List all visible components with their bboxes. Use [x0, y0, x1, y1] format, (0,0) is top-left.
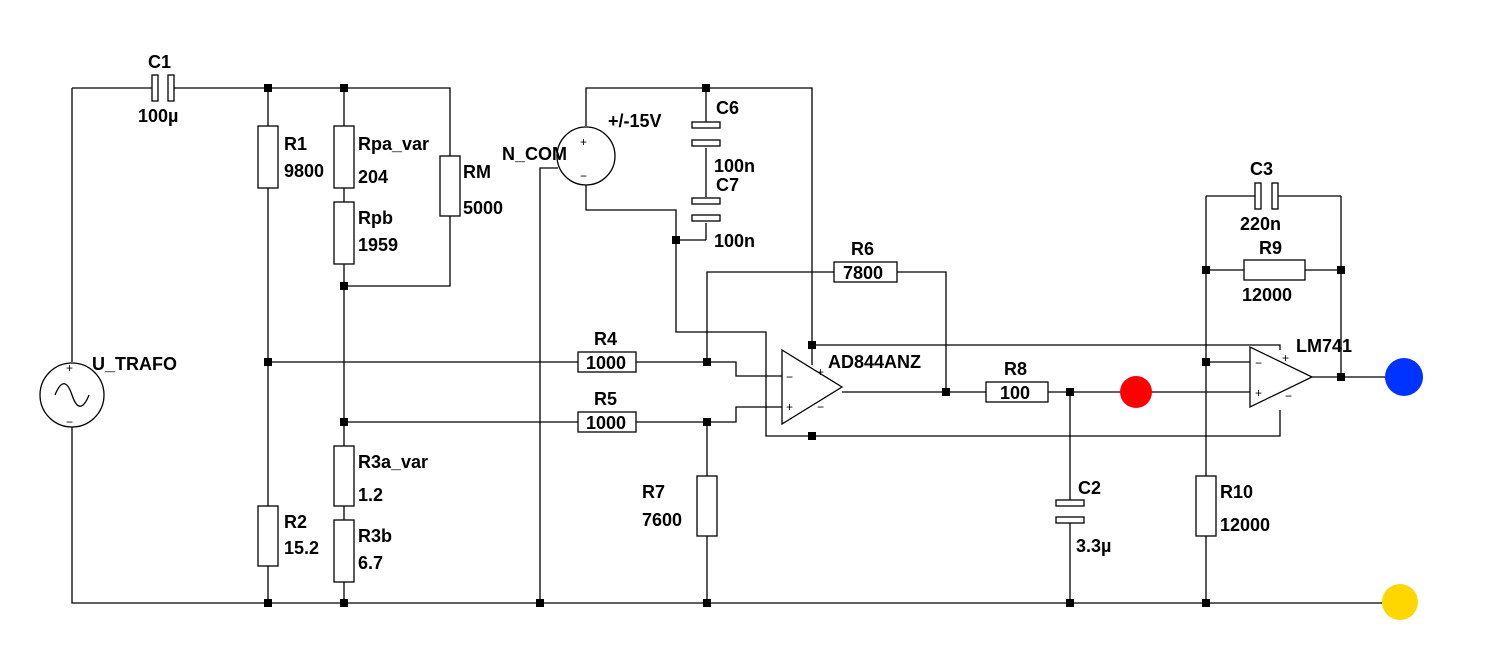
r8-label: R8 [1004, 359, 1027, 379]
junction-nodes [264, 84, 1345, 607]
opamp-ad844: − + + − AD844ANZ [781, 348, 921, 426]
svg-text:+: + [580, 135, 587, 149]
c6-value: 100n [714, 156, 755, 176]
c6-label: C6 [716, 98, 739, 118]
resistor-r1: R1 9800 [257, 125, 324, 189]
r10-label: R10 [1220, 482, 1253, 502]
r6-value: 7800 [843, 263, 883, 283]
svg-text:+: + [817, 365, 824, 379]
u-trafo-source: + − U_TRAFO [39, 354, 177, 429]
resistor-r7: R7 7600 [642, 475, 718, 537]
lm741-label: LM741 [1296, 336, 1352, 356]
rm-value: 5000 [463, 198, 503, 218]
wires [71, 87, 1400, 604]
rm-label: RM [463, 162, 491, 182]
capacitor-c3: C3 220n [1240, 159, 1281, 234]
r5-value: 1000 [586, 413, 626, 433]
svg-text:−: − [786, 370, 793, 384]
r1-value: 9800 [284, 161, 324, 181]
resistor-r3a-var: R3a_var 1.2 [333, 445, 428, 507]
r9-value: 12000 [1242, 285, 1292, 305]
c7-value: 100n [714, 231, 755, 251]
r2-value: 15.2 [284, 538, 319, 558]
resistor-rpb: Rpb 1959 [333, 201, 398, 265]
r7-label: R7 [642, 482, 665, 502]
resistor-r10: R10 12000 [1195, 475, 1270, 537]
r3a-label: R3a_var [358, 452, 428, 472]
rpb-value: 1959 [358, 235, 398, 255]
probe-yellow[interactable] [1382, 584, 1418, 620]
capacitor-c6: C6 100n [691, 98, 755, 176]
rpb-label: Rpb [358, 208, 393, 228]
r4-value: 1000 [586, 353, 626, 373]
r3b-value: 6.7 [358, 553, 383, 573]
rpa-label: Rpa_var [358, 134, 429, 154]
svg-text:+: + [1255, 386, 1262, 400]
c1-value: 100µ [138, 106, 178, 126]
r4-label: R4 [594, 329, 617, 349]
r8-value: 100 [1000, 383, 1030, 403]
c7-label: C7 [716, 175, 739, 195]
resistor-r5: R5 1000 [577, 389, 637, 433]
resistor-rpa-var: Rpa_var 204 [333, 125, 429, 189]
resistor-r2: R2 15.2 [257, 505, 319, 567]
capacitor-c7: C7 100n [691, 175, 755, 251]
resistor-r9: R9 12000 [1242, 238, 1306, 305]
c2-value: 3.3µ [1076, 536, 1111, 556]
svg-text:+: + [786, 400, 793, 414]
svg-text:+: + [66, 361, 73, 375]
resistor-r6: R6 7800 [833, 239, 898, 283]
supply-voltage-label: +/-15V [608, 111, 662, 131]
probe-red[interactable] [1120, 376, 1152, 408]
r3a-value: 1.2 [358, 485, 383, 505]
resistor-r3b: R3b 6.7 [333, 519, 392, 583]
r9-label: R9 [1259, 238, 1282, 258]
n-com-label: N_COM [502, 144, 567, 164]
u-trafo-label: U_TRAFO [92, 354, 177, 374]
r1-label: R1 [284, 134, 307, 154]
svg-text:−: − [1255, 356, 1262, 370]
svg-text:−: − [580, 169, 587, 183]
c3-label: C3 [1250, 159, 1273, 179]
r10-value: 12000 [1220, 515, 1270, 535]
r6-label: R6 [851, 239, 874, 259]
r7-value: 7600 [642, 510, 682, 530]
resistor-r4: R4 1000 [577, 329, 637, 373]
svg-text:−: − [1285, 389, 1292, 403]
c2-label: C2 [1078, 478, 1101, 498]
probe-blue[interactable] [1385, 358, 1423, 396]
ad844-label: AD844ANZ [828, 352, 921, 372]
opamp-lm741: − + + − LM741 [1249, 336, 1352, 409]
rpa-value: 204 [358, 167, 388, 187]
svg-text:−: − [817, 400, 824, 414]
resistor-rm: RM 5000 [439, 155, 503, 218]
svg-text:−: − [66, 415, 73, 429]
capacitor-c2: C2 3.3µ [1055, 478, 1111, 556]
r3b-label: R3b [358, 526, 392, 546]
c3-value: 220n [1240, 214, 1281, 234]
r2-label: R2 [284, 512, 307, 532]
n-com-supply: + − N_COM +/-15V [502, 111, 662, 186]
capacitor-c1: C1 100µ [138, 52, 178, 126]
resistor-r8: R8 100 [985, 359, 1049, 403]
svg-text:+: + [1282, 351, 1289, 365]
c1-label: C1 [148, 52, 171, 72]
r5-label: R5 [594, 389, 617, 409]
